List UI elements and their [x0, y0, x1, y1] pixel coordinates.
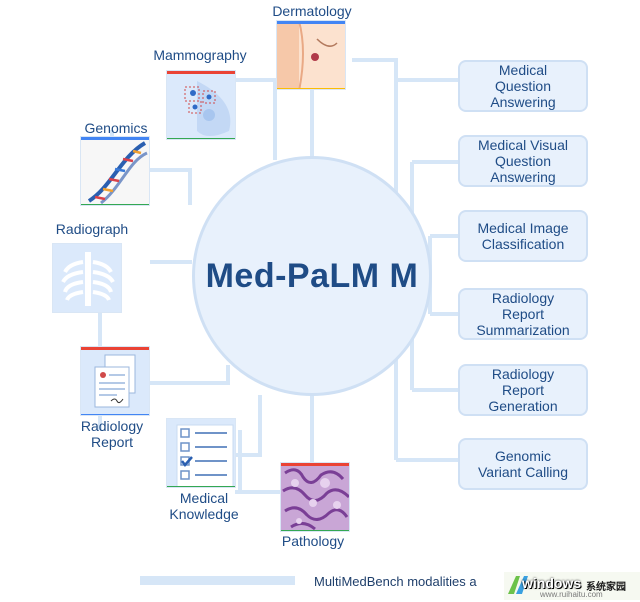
dna-icon	[80, 136, 150, 206]
label-dermatology: Dermatology	[272, 3, 352, 19]
task-medical-question-answering: Medical Question Answering	[458, 60, 588, 112]
watermark-suffix: 系统家园	[586, 582, 626, 593]
task-medical-visual-question-answering: Medical Visual Question Answering	[458, 135, 588, 187]
label-genomics: Genomics	[84, 120, 148, 136]
task-radiology-report-generation: Radiology Report Generation	[458, 364, 588, 416]
label-pathology: Pathology	[281, 533, 345, 549]
report-document-icon	[80, 346, 150, 416]
mammography-image-icon	[166, 70, 236, 140]
center-node: Med-PaLM M	[192, 156, 432, 396]
watermark-logo-icon	[504, 572, 640, 600]
legend-swatch	[140, 576, 295, 585]
watermark-brand: windows	[522, 575, 582, 591]
task-radiology-report-summarization: Radiology Report Summarization	[458, 288, 588, 340]
pathology-slide-icon	[280, 462, 350, 532]
label-radiograph: Radiograph	[55, 221, 129, 237]
task-medical-image-classification: Medical Image Classification	[458, 210, 588, 262]
legend-text: MultiMedBench modalities a	[314, 574, 477, 589]
label-radiology-report: Radiology Report	[80, 418, 144, 450]
dermatology-image-icon	[276, 20, 346, 90]
watermark-url: www.ruihaitu.com	[540, 590, 603, 599]
center-title: Med-PaLM M	[205, 256, 419, 295]
chest-xray-icon	[52, 243, 122, 313]
label-mammography: Mammography	[153, 47, 247, 63]
label-medical-knowledge: Medical Knowledge	[169, 490, 239, 522]
checklist-icon	[166, 418, 236, 488]
task-genomic-variant-calling: Genomic Variant Calling	[458, 438, 588, 490]
